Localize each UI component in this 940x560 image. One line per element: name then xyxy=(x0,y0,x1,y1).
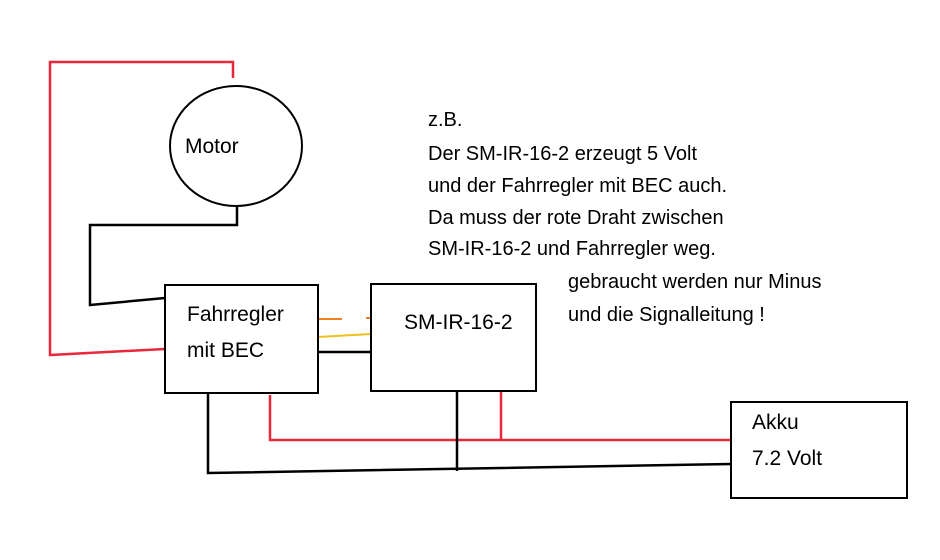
akku-box xyxy=(730,401,908,499)
wire-red-akku xyxy=(268,395,731,442)
note-line: Da muss der rote Draht zwischen xyxy=(428,207,724,229)
wire-black-akku xyxy=(206,393,732,475)
wire-black-motor-esc xyxy=(88,205,239,307)
esc-label-line1: Fahrregler xyxy=(187,303,284,326)
motor-shape xyxy=(169,85,303,207)
sm-box xyxy=(370,283,537,392)
esc-label-line2: mit BEC xyxy=(187,339,265,362)
akku-label-line1: Akku xyxy=(752,411,799,434)
motor-label: Motor xyxy=(185,135,239,158)
note-line: und die Signalleitung ! xyxy=(568,304,765,326)
wire-yellow-signal xyxy=(317,333,372,338)
note-line: Der SM-IR-16-2 erzeugt 5 Volt xyxy=(428,143,697,165)
akku-label-line2: 7.2 Volt xyxy=(752,447,823,470)
note-line: und der Fahrregler mit BEC auch. xyxy=(428,175,728,197)
note-line: SM-IR-16-2 und Fahrregler weg. xyxy=(428,238,716,260)
note-line: gebraucht werden nur Minus xyxy=(568,271,822,293)
wire-red-motor-esc xyxy=(48,60,235,357)
note-line: z.B. xyxy=(428,109,463,131)
sm-label: SM-IR-16-2 xyxy=(404,311,513,334)
esc-box xyxy=(164,284,319,394)
